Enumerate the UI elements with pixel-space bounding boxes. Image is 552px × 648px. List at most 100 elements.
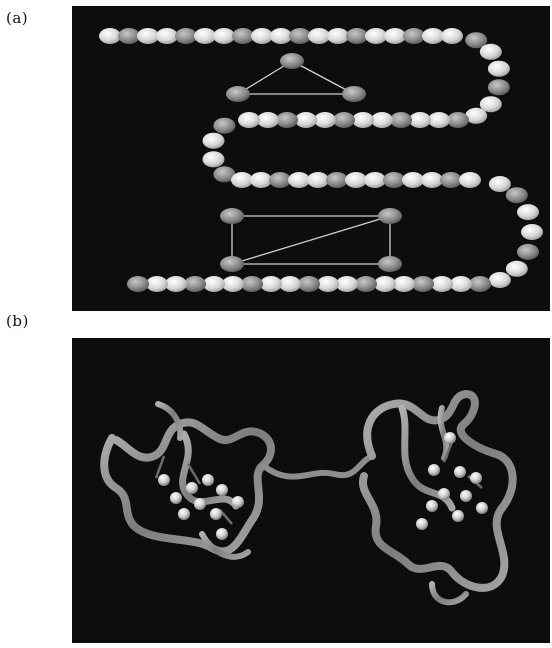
residue-bead <box>355 276 377 292</box>
residue-sphere <box>186 482 198 494</box>
residue-bead <box>127 276 149 292</box>
residue-sphere <box>426 500 438 512</box>
residue-bead <box>393 276 415 292</box>
residue-bead <box>384 28 406 44</box>
residue-sphere <box>216 528 228 540</box>
residue-bead <box>175 28 197 44</box>
residue-bead <box>203 133 225 149</box>
residue-bead <box>251 28 273 44</box>
residue-bead <box>165 276 187 292</box>
residue-bead <box>333 112 355 128</box>
residue-bead <box>447 112 469 128</box>
residue-bead <box>383 172 405 188</box>
residue-bead <box>346 28 368 44</box>
residue-bead <box>231 172 253 188</box>
residue-bead <box>506 187 528 203</box>
residue-bead <box>336 276 358 292</box>
residue-bead <box>412 276 434 292</box>
residue-sphere <box>216 484 228 496</box>
panel-a-bead-chain-diagram <box>72 6 550 311</box>
linker-ribbon <box>264 456 372 477</box>
residue-bead <box>295 112 317 128</box>
residue-bead <box>238 112 260 128</box>
residue-bead <box>409 112 431 128</box>
residue-bead <box>276 112 298 128</box>
residue-bead <box>203 276 225 292</box>
left-domain-ribbon <box>104 404 271 557</box>
residue-bead <box>298 276 320 292</box>
residue-bead <box>213 28 235 44</box>
residue-sphere <box>232 496 244 508</box>
residue-bead <box>517 244 539 260</box>
residue-bead <box>506 261 528 277</box>
panel-b-label: (b) <box>6 312 29 330</box>
disulfide-bonds <box>232 61 390 264</box>
cysteine-bead <box>378 208 402 224</box>
residue-bead <box>194 28 216 44</box>
residue-bead <box>146 276 168 292</box>
residue-bead <box>99 28 121 44</box>
residue-sphere <box>210 508 222 520</box>
bonded-beads <box>220 53 402 272</box>
residue-bead <box>241 276 263 292</box>
residue-bead <box>431 276 453 292</box>
residue-sphere <box>454 466 466 478</box>
residue-sphere <box>438 488 450 500</box>
residue-sphere <box>476 502 488 514</box>
residue-bead <box>422 28 444 44</box>
residue-sphere <box>158 474 170 486</box>
residue-bead <box>364 172 386 188</box>
residue-sphere <box>470 472 482 484</box>
cysteine-bead <box>220 208 244 224</box>
right-domain-ribbon <box>363 394 513 602</box>
residue-sphere <box>194 498 206 510</box>
residue-bead <box>390 112 412 128</box>
residue-bead <box>488 79 510 95</box>
residue-bead <box>428 112 450 128</box>
residue-sphere <box>170 492 182 504</box>
cysteine-bead <box>226 86 250 102</box>
residue-bead <box>308 28 330 44</box>
residue-sphere <box>460 490 472 502</box>
cysteine-bead <box>378 256 402 272</box>
residue-bead <box>307 172 329 188</box>
residue-sphere <box>202 474 214 486</box>
residue-bead <box>222 276 244 292</box>
residue-bead <box>488 61 510 77</box>
bead-chain <box>99 28 543 292</box>
panel-b-ribbon-structure <box>72 338 550 643</box>
residue-bead <box>213 118 235 134</box>
residue-bead <box>137 28 159 44</box>
residue-bead <box>203 151 225 167</box>
residue-bead <box>489 272 511 288</box>
residue-bead <box>232 28 254 44</box>
residue-bead <box>257 112 279 128</box>
residue-bead <box>469 276 491 292</box>
residue-bead <box>279 276 301 292</box>
residue-bead <box>371 112 393 128</box>
residue-bead <box>441 28 463 44</box>
residue-bead <box>480 44 502 60</box>
cysteine-bead <box>280 53 304 69</box>
residue-sphere <box>452 510 464 522</box>
residue-bead <box>403 28 425 44</box>
residue-sphere <box>178 508 190 520</box>
residue-bead <box>326 172 348 188</box>
residue-bead <box>270 28 292 44</box>
residue-bead <box>459 172 481 188</box>
residue-sphere <box>444 432 456 444</box>
residue-sphere <box>428 464 440 476</box>
residue-bead <box>289 28 311 44</box>
residue-bead <box>521 224 543 240</box>
residue-bead <box>365 28 387 44</box>
residue-bead <box>345 172 367 188</box>
residue-bead <box>118 28 140 44</box>
residue-bead <box>421 172 443 188</box>
residue-bead <box>450 276 472 292</box>
residue-bead <box>317 276 339 292</box>
panel-b-svg <box>72 338 550 643</box>
residue-bead <box>489 176 511 192</box>
residue-bead <box>327 28 349 44</box>
residue-bead <box>374 276 396 292</box>
residue-bead <box>314 112 336 128</box>
